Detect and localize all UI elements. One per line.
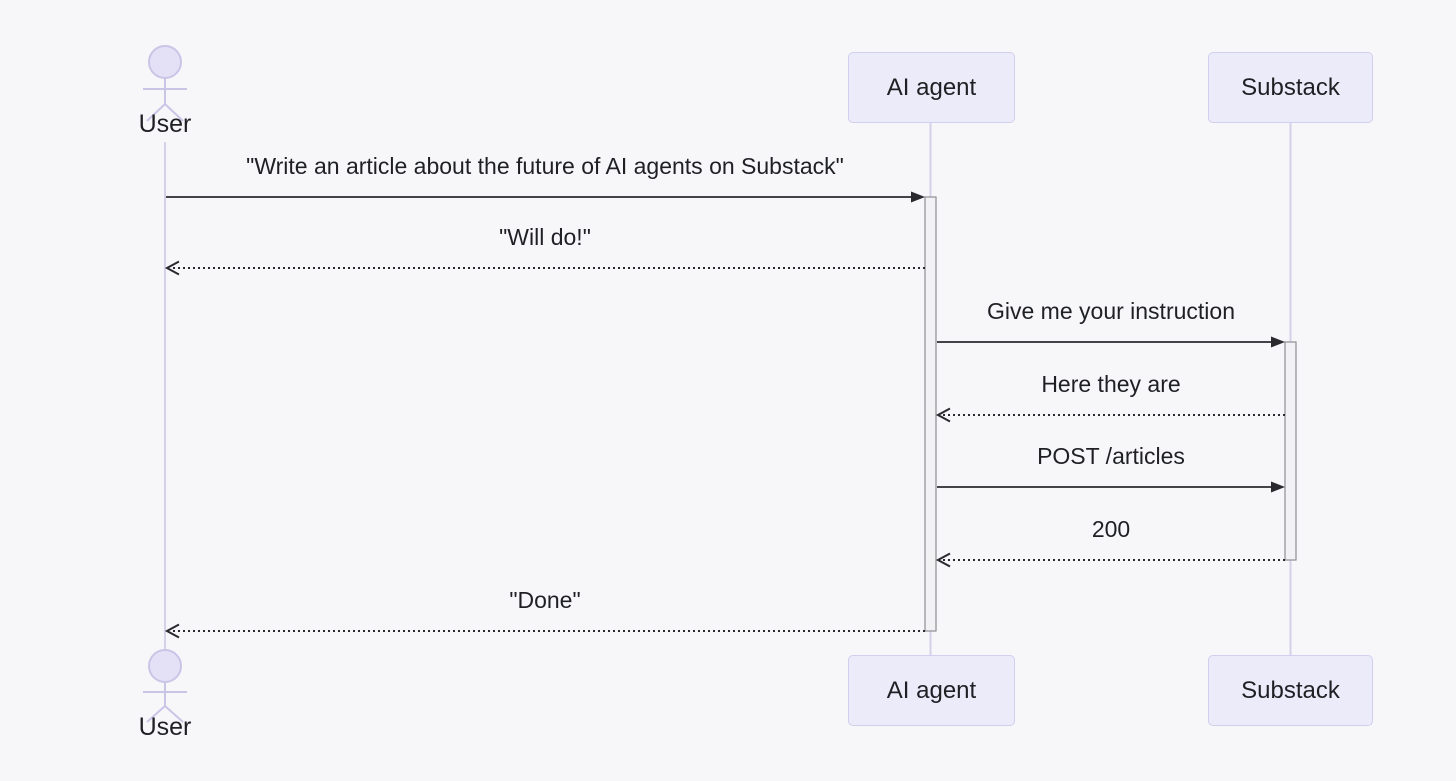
actor-label-user-top: User [138, 110, 192, 138]
participant-label: AI agent [886, 73, 977, 101]
message-label-1: "Write an article about the future of AI… [246, 153, 844, 179]
actor-figure-user-top [143, 45, 187, 122]
participant-box-ai-agent-top: AI agent [848, 52, 1015, 123]
participant-box-ai-agent-bottom: AI agent [848, 655, 1015, 726]
message-label-5: POST /articles [1037, 443, 1185, 469]
message-arrow-4 [935, 407, 1285, 423]
message-label-2: "Will do!" [499, 224, 591, 250]
message-arrow-3 [937, 336, 1285, 348]
actor-figure-user-bottom [143, 649, 187, 723]
actor-label-user-bottom: User [138, 713, 192, 741]
participant-label: AI agent [886, 676, 977, 704]
message-arrow-6 [935, 552, 1285, 568]
participant-label: Substack [1241, 676, 1340, 704]
message-label-6: 200 [1091, 516, 1131, 542]
message-label-4: Here they are [1041, 371, 1181, 397]
activation-bar-ai-agent [924, 196, 937, 632]
participant-label: Substack [1241, 73, 1340, 101]
message-label-7: "Done" [509, 587, 581, 613]
message-arrow-1 [166, 191, 925, 203]
message-arrow-2 [164, 260, 925, 276]
message-label-3: Give me your instruction [987, 298, 1235, 324]
message-arrow-5 [937, 481, 1285, 493]
message-arrow-7 [164, 623, 925, 639]
activation-bar-substack [1284, 341, 1297, 561]
participant-box-substack-top: Substack [1208, 52, 1373, 123]
participant-box-substack-bottom: Substack [1208, 655, 1373, 726]
